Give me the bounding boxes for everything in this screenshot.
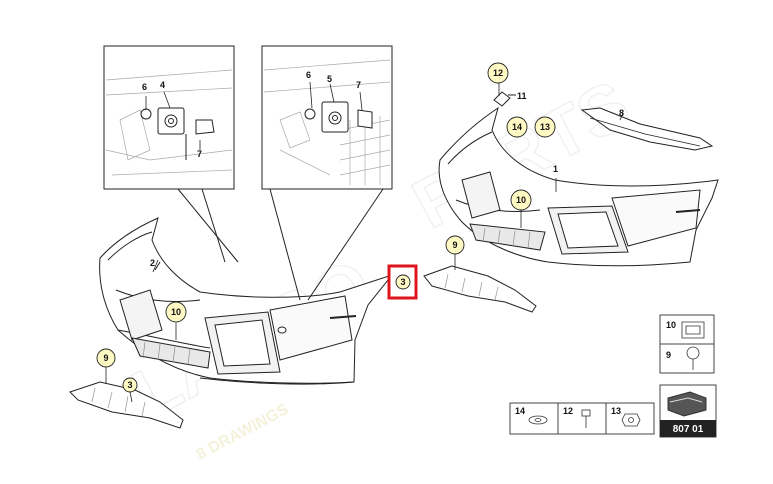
callout-8: 8 <box>619 108 624 118</box>
callout-10-right: 10 <box>516 195 526 205</box>
right-bumper <box>438 106 719 267</box>
legend-label-10: 10 <box>666 320 676 330</box>
callouts: 6 4 7 6 5 7 2 1 8 11 10 9 3 12 14 13 10 … <box>96 62 624 393</box>
bracket-part <box>580 107 714 151</box>
legend-right: 10 9 <box>659 314 715 374</box>
callout-3-left: 3 <box>127 380 132 390</box>
callout-6-right: 6 <box>306 70 311 80</box>
callout-leaders <box>105 80 624 403</box>
legend-label-12: 12 <box>563 406 573 416</box>
callout-14: 14 <box>512 122 522 132</box>
page-code-badge: 807 01 <box>659 384 717 438</box>
callout-10-left: 10 <box>171 307 181 317</box>
page-code: 807 01 <box>673 424 704 435</box>
highlight-box <box>387 264 418 300</box>
legend-label-14: 14 <box>515 406 525 416</box>
callout-12: 12 <box>493 68 503 78</box>
left-bumper <box>99 217 394 385</box>
callout-9-right: 9 <box>452 240 457 250</box>
right-splitter <box>423 265 537 313</box>
callout-7-right: 7 <box>356 80 361 90</box>
detail-box-right <box>261 45 393 190</box>
callout-13: 13 <box>540 122 550 132</box>
callout-7-left: 7 <box>197 149 202 159</box>
legend-label-13: 13 <box>611 406 621 416</box>
callout-3-highlight[interactable]: 3 <box>400 277 405 287</box>
callout-11: 11 <box>517 91 527 101</box>
callout-9-left: 9 <box>103 353 108 363</box>
callout-5: 5 <box>327 74 332 84</box>
legend-bottom: 14 12 13 <box>509 402 655 435</box>
left-splitter <box>69 381 184 429</box>
clip-part <box>493 91 516 107</box>
detail-box-left <box>103 45 235 190</box>
callout-6-left: 6 <box>142 82 147 92</box>
callout-2: 2 <box>150 258 155 268</box>
legend-label-9: 9 <box>666 350 671 360</box>
callout-1: 1 <box>553 164 558 174</box>
detail-leader-lines <box>154 188 384 301</box>
callout-4: 4 <box>160 80 165 90</box>
watermark-text: 8 DRAWINGS <box>194 401 292 464</box>
